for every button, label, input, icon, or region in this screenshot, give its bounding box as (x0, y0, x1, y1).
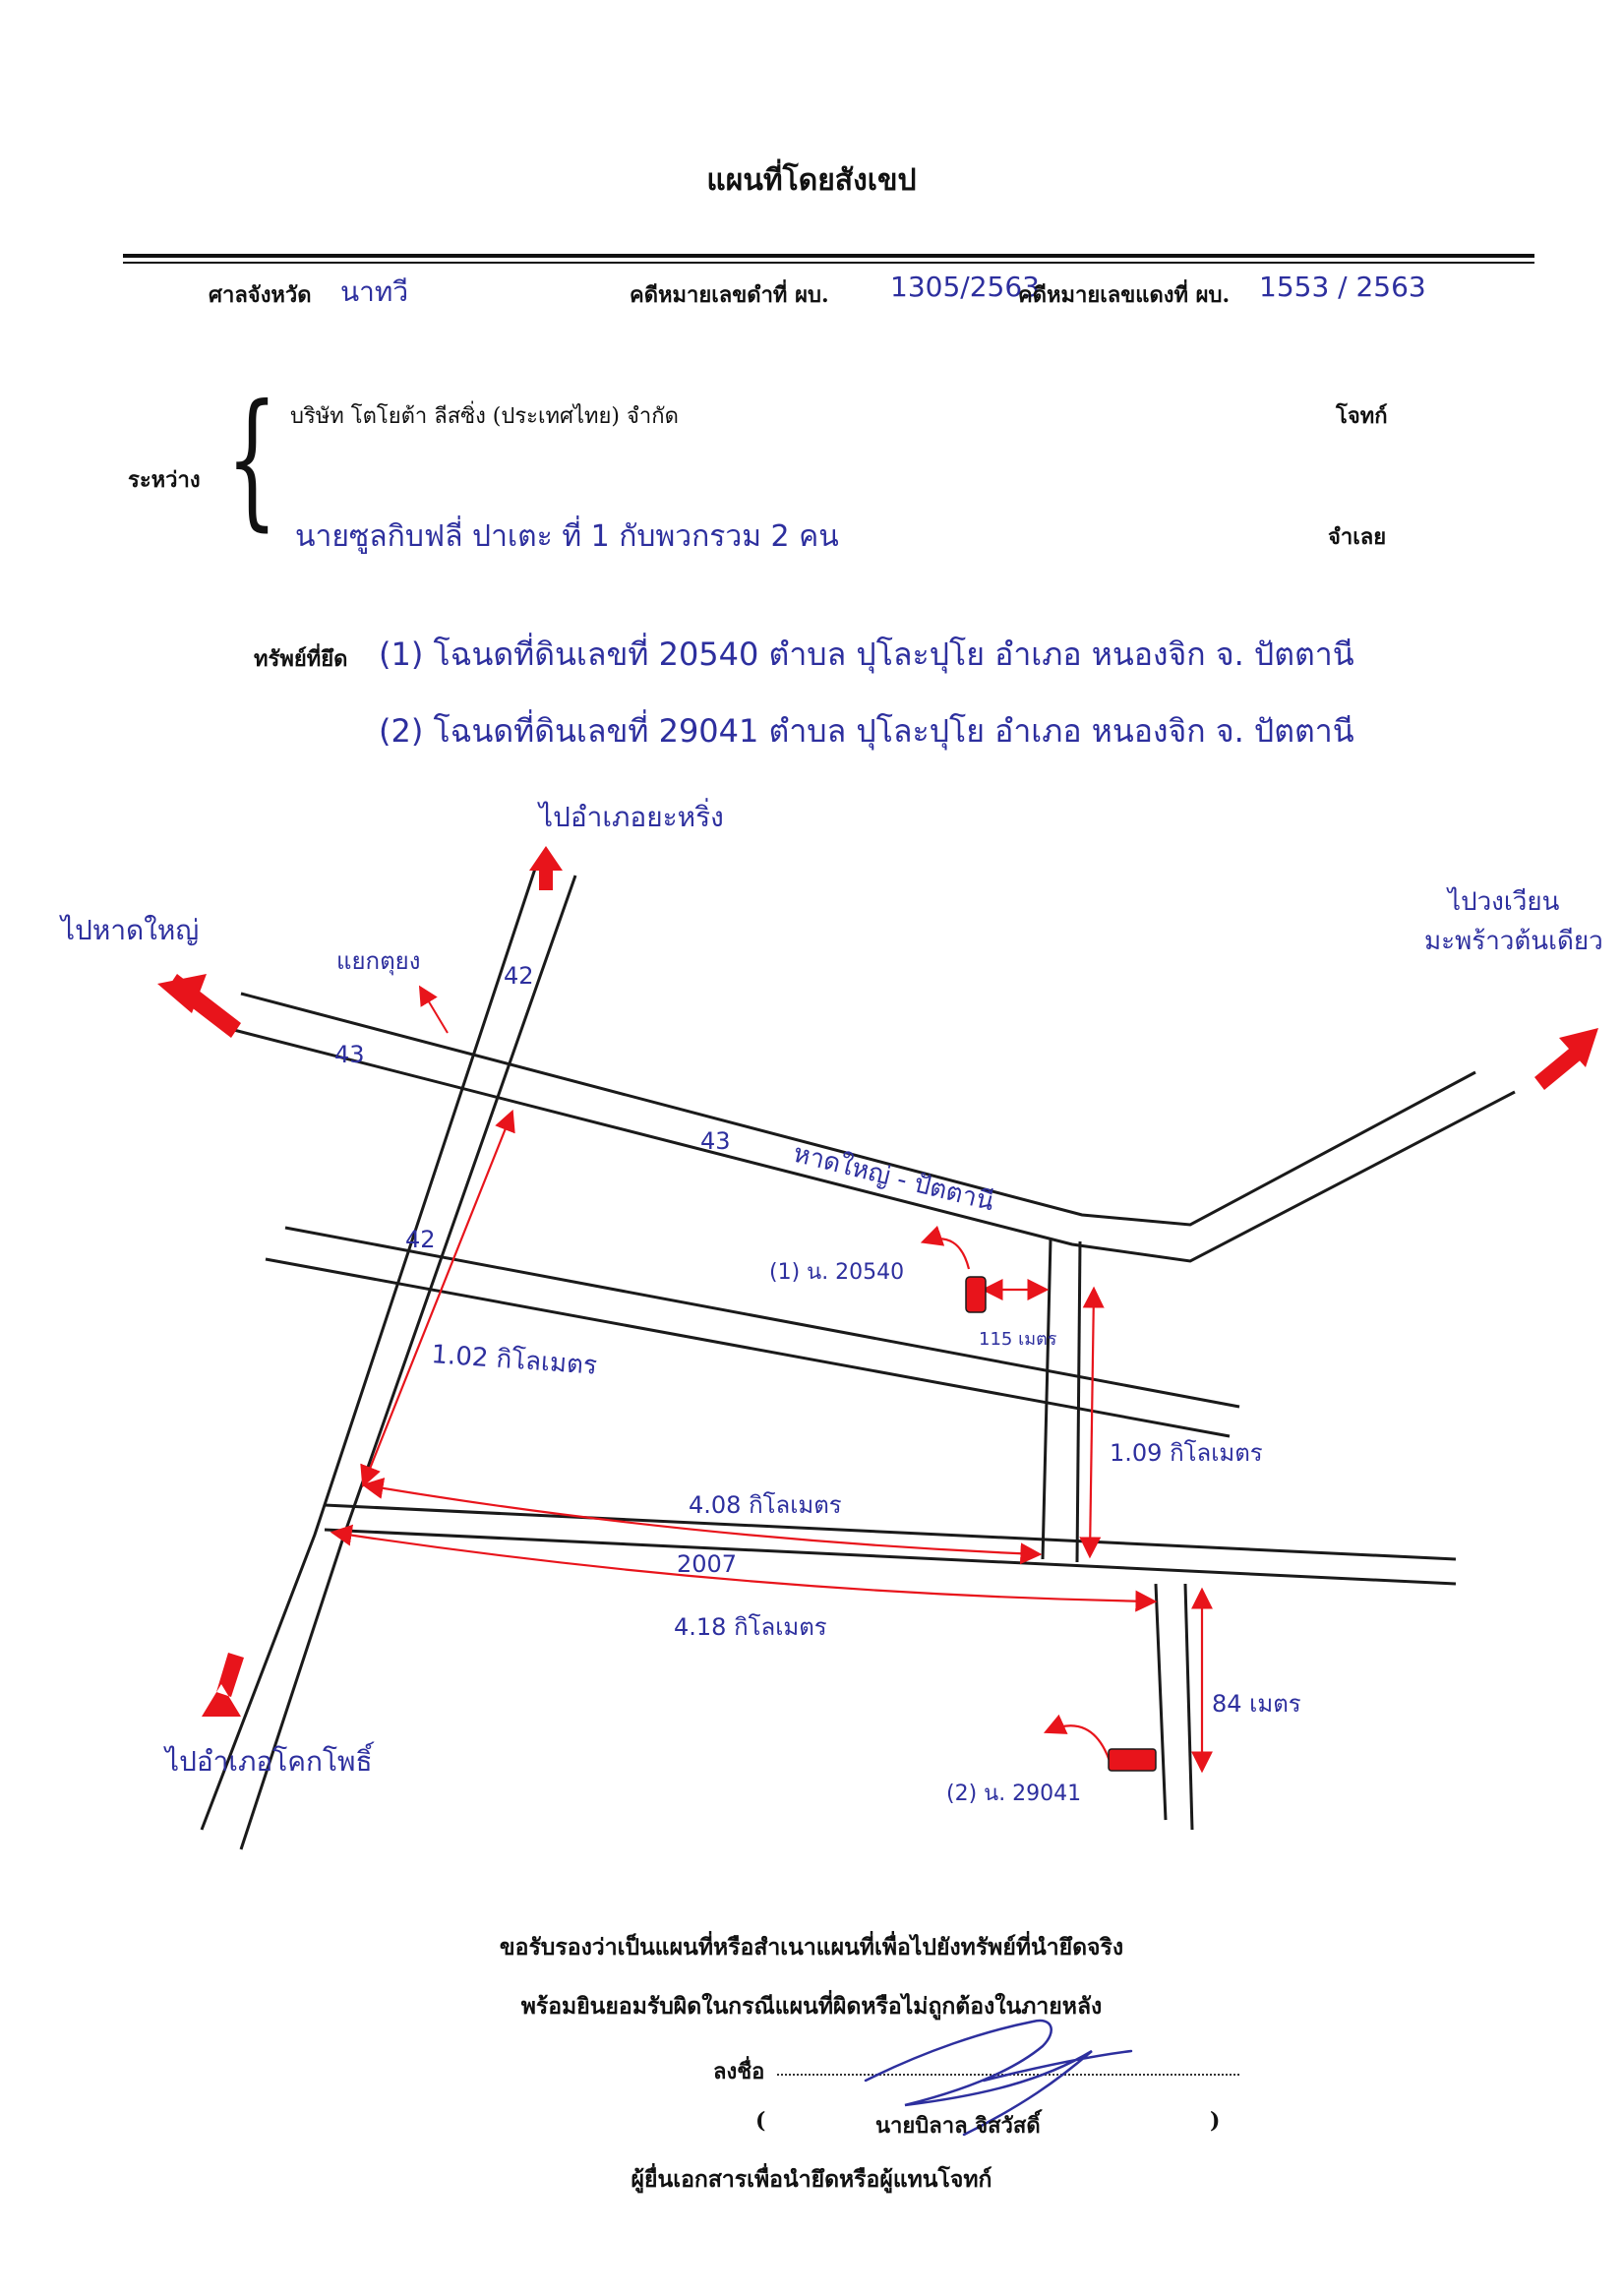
junction-pointer-arrow (418, 985, 449, 1034)
label-to-southwest: ไปอำเภอโคกโพธิ์ (163, 1741, 375, 1778)
label-to-east-line1: ไปวงเวียน (1446, 886, 1560, 917)
middle-road-top (284, 1226, 1240, 1409)
side-lane-left (1041, 1239, 1052, 1560)
sketch-map: ไปอำเภอยะหริ่ง ไปหาดใหญ่ ไปวงเวียน มะพร้… (59, 798, 1603, 1850)
parcel2-pointer (1043, 1714, 1112, 1762)
header-rule-thick (123, 254, 1534, 258)
road-43-top-edge (240, 992, 1476, 1227)
road-2007-top (324, 1503, 1457, 1561)
court-label: ศาลจังหวัด (209, 282, 312, 308)
measurement-lines (330, 1109, 1213, 1774)
handwritten-signature (864, 2019, 1133, 2137)
sign-label: ลงชื่อ (713, 2059, 765, 2085)
road-43-bottom-edge (225, 1026, 1516, 1263)
header-rule-thin (123, 262, 1534, 264)
arrow-north-icon (529, 846, 563, 890)
label-to-west: ไปหาดใหญ่ (59, 914, 199, 946)
arrow-west-icon (157, 974, 241, 1038)
signer-name: นายบิลาล จิสวัสดิ์ (875, 2113, 1041, 2139)
assets-label: ทรัพย์ที่ยึด (254, 646, 348, 672)
plaintiff-name: บริษัท โตโยต้า ลีสซิ่ง (ประเทศไทย) จำกัด (290, 404, 679, 429)
label-road43-name: หาดใหญ่ - ปัตตานี (790, 1139, 996, 1218)
label-road2007: 2007 (677, 1550, 737, 1578)
measure-lower (330, 1524, 1158, 1612)
lower-lane-left (1154, 1583, 1168, 1821)
between-label: ระหว่าง (128, 467, 201, 493)
label-dist-115: 115 เมตร (979, 1329, 1057, 1350)
parcel-1-marker (965, 1276, 987, 1313)
label-dist-lower: 4.18 กิโลเมตร (674, 1613, 827, 1641)
measure-road42 (360, 1109, 515, 1488)
court-value: นาทวี (340, 275, 409, 308)
certification-line-2: พร้อมยินยอมรับผิดในกรณีแผนที่ผิดหรือไม่ถ… (520, 1993, 1103, 2020)
signer-open-paren: ( (755, 2108, 766, 2134)
label-parcel-2: (2) น. 29041 (946, 1782, 1081, 1806)
label-dist-side: 1.09 กิโลเมตร (1110, 1439, 1263, 1467)
label-road42-south: 42 (405, 1226, 436, 1253)
label-parcel-1: (1) น. 20540 (769, 1260, 904, 1285)
parcel-2-marker (1108, 1748, 1157, 1772)
defendant-role: จำเลย (1328, 524, 1387, 550)
label-dist-upper: 4.08 กิโลเมตร (689, 1491, 842, 1519)
arrow-southwest-icon (202, 1653, 244, 1717)
label-to-north: ไปอำเภอยะหริ่ง (537, 798, 724, 833)
road-2007-bottom (324, 1528, 1457, 1586)
signer-close-paren: ) (1210, 2108, 1221, 2134)
black-case-value: 1305/2563 (890, 271, 1040, 303)
label-dist-84: 84 เมตร (1212, 1690, 1301, 1718)
label-dist-road42: 1.02 กิโลเมตร (431, 1339, 598, 1381)
plaintiff-role: โจทก์ (1336, 403, 1388, 429)
red-case-value: 1553 / 2563 (1259, 271, 1426, 303)
defendant-name: นายซูลกิบฟลี่ ปาเตะ ที่ 1 กับพวกรวม 2 คน (295, 519, 839, 554)
label-road42-north: 42 (504, 962, 534, 990)
side-lane-right (1075, 1240, 1082, 1563)
road-lines (200, 865, 1516, 1850)
measure-side (1079, 1286, 1105, 1559)
brace-symbol: { (226, 374, 278, 545)
parcel1-pointer (920, 1225, 971, 1270)
direction-arrows (157, 846, 1598, 1717)
asset-item-2: (2) โฉนดที่ดินเลขที่ 29041 ตำบล ปุโละปุโ… (379, 712, 1354, 750)
lower-lane-right (1183, 1583, 1194, 1831)
black-case-label: คดีหมายเลขดำที่ ผบ. (630, 282, 829, 308)
label-road43-west: 43 (334, 1041, 365, 1068)
certification-line-1: ขอรับรองว่าเป็นแผนที่หรือสำเนาแผนที่เพื่… (499, 1934, 1124, 1961)
arrow-east-icon (1534, 1028, 1598, 1090)
asset-item-1: (1) โฉนดที่ดินเลขที่ 20540 ตำบล ปุโละปุโ… (379, 635, 1354, 673)
document-title: แผนที่โดยสังเขป (706, 163, 917, 198)
red-case-label: คดีหมายเลขแดงที่ ผบ. (1018, 282, 1231, 308)
signer-role: ผู้ยื่นเอกสารเพื่อนำยึดหรือผู้แทนโจทก์ (631, 2166, 992, 2193)
label-junction: แยกตุยง (336, 947, 420, 976)
label-road43-east: 43 (700, 1127, 731, 1155)
label-to-east-line2: มะพร้าวต้นเดียว (1424, 927, 1603, 956)
